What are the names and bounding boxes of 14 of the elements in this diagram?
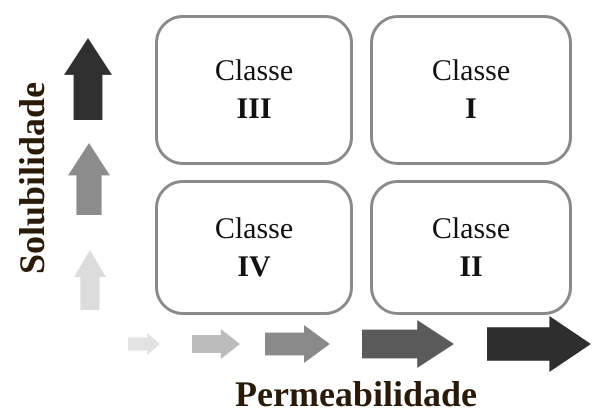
class-numeral: II	[459, 248, 483, 284]
axis-label: Solubilidade	[11, 82, 53, 274]
class-heading: Classe	[214, 53, 294, 89]
class-numeral: IV	[237, 248, 271, 284]
class-numeral: III	[236, 91, 272, 127]
class-box	[370, 15, 572, 165]
class-numeral: I	[465, 91, 477, 127]
class-heading: Classe	[214, 210, 294, 246]
class-box	[370, 180, 572, 315]
class-heading: Classe	[432, 210, 510, 246]
class-heading: Classe	[432, 53, 510, 89]
class-box	[155, 180, 353, 315]
class-box	[155, 15, 353, 165]
axis-label: Permeabilidade	[235, 373, 477, 415]
